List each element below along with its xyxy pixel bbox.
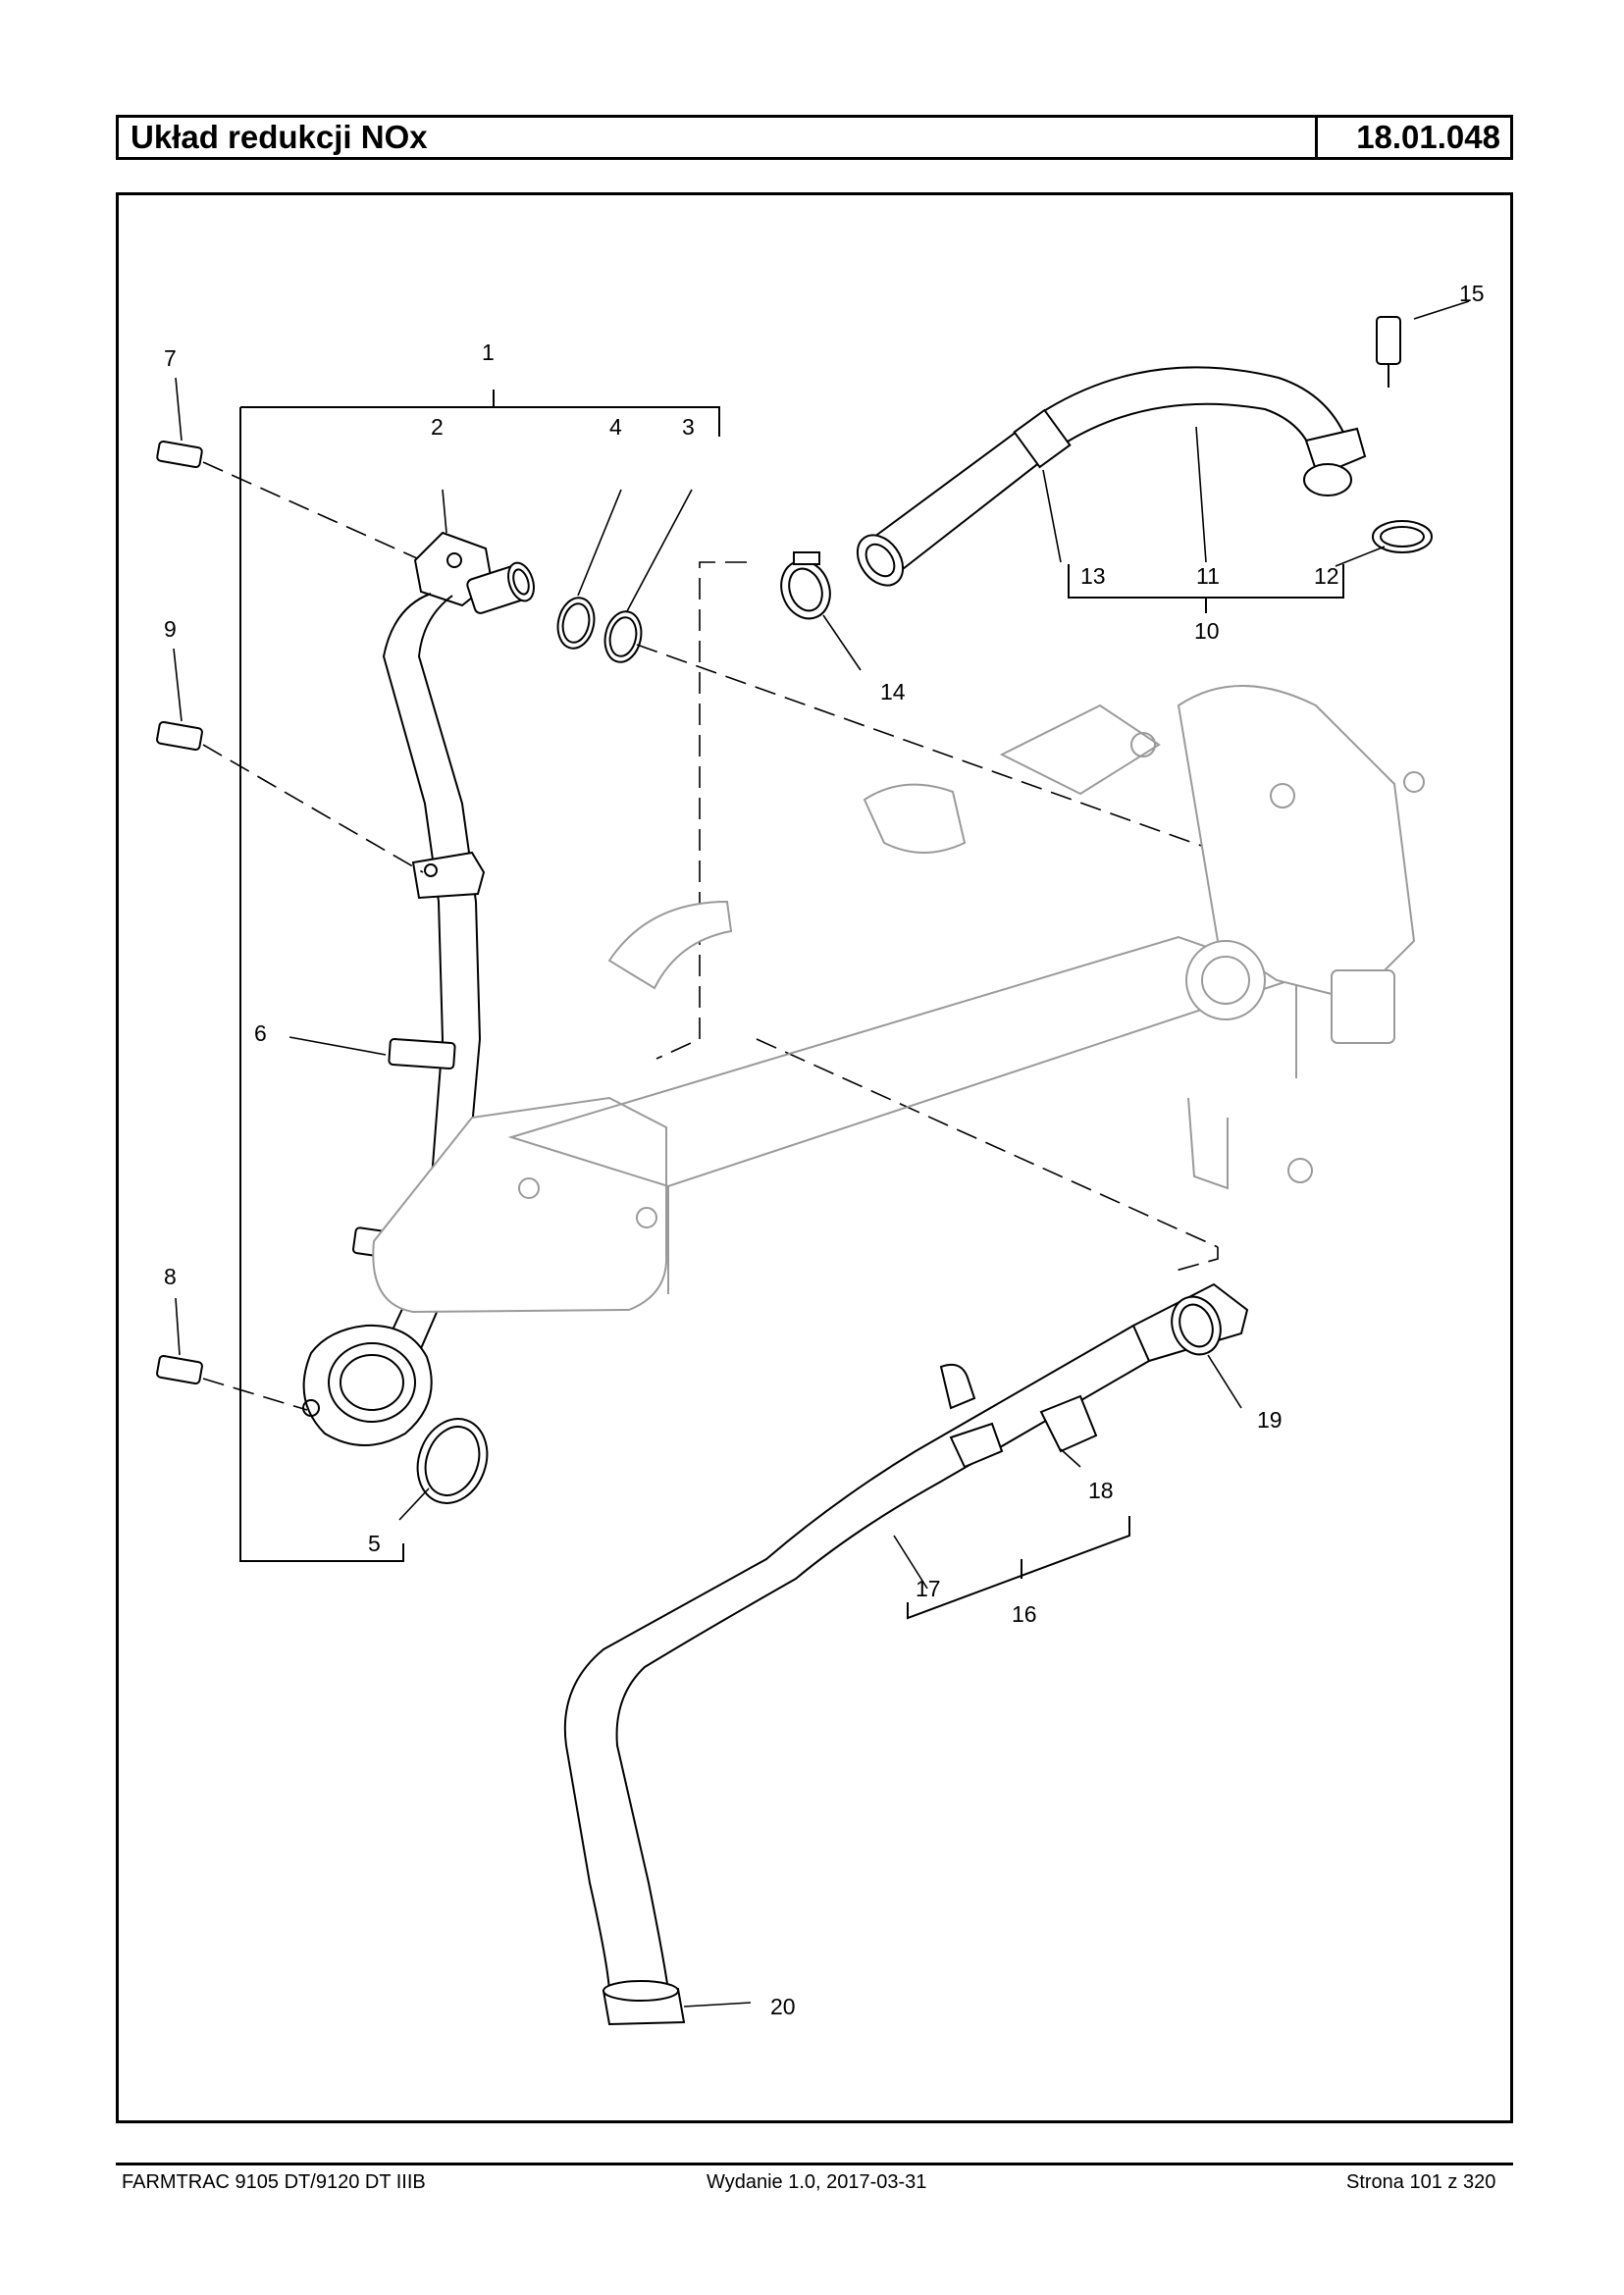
leader-lines [173, 300, 1470, 2008]
clamp-20 [602, 1980, 686, 2026]
clamp-14 [780, 551, 831, 620]
diagram-frame: 1 2 3 4 5 6 7 8 9 10 11 12 13 14 15 16 1… [116, 192, 1513, 2123]
callout-5: 5 [368, 1531, 381, 1556]
callout-labels: 1 2 3 4 5 6 7 8 9 10 11 12 13 14 15 16 1… [164, 281, 1485, 2019]
footer-edition: Wydanie 1.0, 2017-03-31 [707, 2171, 927, 2193]
callout-11: 11 [1196, 563, 1220, 589]
bracket-group-1 [239, 390, 720, 1562]
callout-12: 12 [1314, 563, 1339, 589]
page-title: Układ redukcji NOx [119, 118, 1318, 157]
o-rings-3-4 [556, 597, 643, 663]
callout-15: 15 [1459, 281, 1485, 306]
bolts-7-8-9 [156, 440, 203, 1385]
callout-20: 20 [770, 1994, 796, 2019]
exploded-parts-diagram: 1 2 3 4 5 6 7 8 9 10 11 12 13 14 15 16 1… [156, 281, 1485, 2026]
callout-4: 4 [609, 414, 622, 440]
callout-19: 19 [1257, 1407, 1283, 1433]
callout-16: 16 [1012, 1601, 1037, 1627]
callout-8: 8 [164, 1264, 177, 1289]
page-header: Układ redukcji NOx 18.01.048 [116, 115, 1513, 160]
egr-hose-lower-17 [563, 1282, 1249, 1992]
callout-9: 9 [164, 616, 177, 642]
bracket-group-16 [907, 1516, 1130, 1620]
bolt-15 [1376, 316, 1401, 388]
callout-18: 18 [1088, 1478, 1114, 1503]
alignment-lines [202, 461, 1293, 1411]
egr-pipe-lower-flange [302, 1324, 489, 1504]
section-code: 18.01.048 [1356, 119, 1500, 155]
footer-model: FARMTRAC 9105 DT/9120 DT IIIB [122, 2171, 426, 2193]
footer-page-number: Strona 101 z 320 [1346, 2171, 1496, 2193]
callout-1: 1 [482, 339, 495, 365]
callout-2: 2 [431, 414, 444, 440]
callout-6: 6 [254, 1020, 267, 1046]
callout-10: 10 [1194, 618, 1220, 644]
callout-3: 3 [682, 414, 695, 440]
egr-cooler-assembly [372, 685, 1425, 1314]
egr-hose-upper-11 [856, 366, 1433, 587]
callout-17: 17 [916, 1576, 941, 1601]
callout-14: 14 [880, 679, 906, 704]
footer-divider [116, 2163, 1513, 2165]
callout-7: 7 [164, 345, 177, 371]
bracket-group-10 [1068, 564, 1344, 613]
callout-13: 13 [1080, 563, 1106, 589]
egr-pipe-upper-flange [413, 531, 535, 614]
